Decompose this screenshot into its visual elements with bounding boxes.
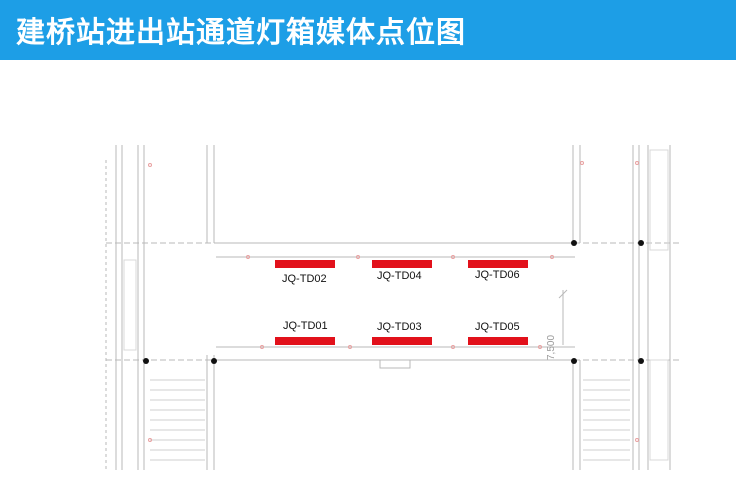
label-jq-td04: JQ-TD04 [377,270,422,282]
label-jq-td01: JQ-TD01 [283,320,328,332]
lightbox-jq-td05[interactable] [468,337,528,345]
label-jq-td05: JQ-TD05 [475,321,520,333]
label-jq-td06: JQ-TD06 [475,269,520,281]
lightbox-jq-td04[interactable] [372,260,432,268]
label-jq-td02: JQ-TD02 [282,273,327,285]
label-jq-td03: JQ-TD03 [377,321,422,333]
floor-plan: JQ-TD02 JQ-TD04 JQ-TD06 JQ-TD01 JQ-TD03 … [0,60,736,486]
lightbox-jq-td03[interactable] [372,337,432,345]
floor-plan-drawing [105,145,680,470]
lightbox-jq-td06[interactable] [468,260,528,268]
lightbox-jq-td02[interactable] [275,260,335,268]
page-title: 建桥站进出站通道灯箱媒体点位图 [16,15,467,49]
lightbox-jq-td01[interactable] [275,337,335,345]
dimension-label: 7,500 [546,334,557,360]
header-bar: 建桥站进出站通道灯箱媒体点位图 [0,0,736,60]
